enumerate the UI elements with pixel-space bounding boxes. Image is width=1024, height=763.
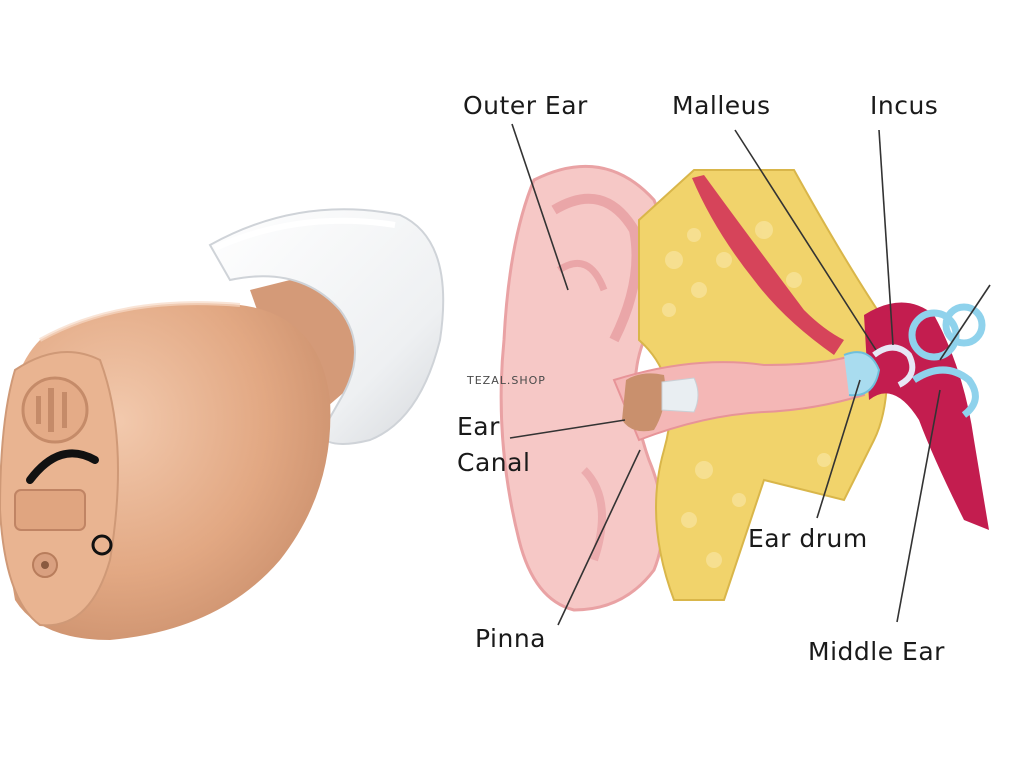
label-ear-drum: Ear drum (748, 524, 868, 553)
label-ear-canal-line2: Canal (457, 448, 531, 477)
leader-middle-ear (896, 389, 941, 623)
inserted-hearing-aid (622, 373, 699, 432)
label-middle-ear: Middle Ear (808, 637, 945, 666)
middle-ear-chamber (864, 302, 989, 530)
label-outer-ear: Outer Ear (463, 91, 588, 120)
leader-ear-canal (509, 419, 626, 439)
power-symbol (91, 534, 113, 556)
label-malleus: Malleus (672, 91, 771, 120)
watermark: TEZAL.SHOP (467, 374, 546, 387)
leader-inner (939, 284, 991, 361)
muscle-tissue (692, 175, 844, 355)
battery-door (14, 489, 86, 531)
volume-arc-symbol (26, 449, 99, 484)
leader-ear-drum (816, 379, 861, 519)
volume-dial (21, 376, 89, 444)
silicone-dome (208, 208, 445, 445)
ear-canal (612, 353, 866, 442)
label-incus: Incus (870, 91, 939, 120)
leader-malleus (734, 129, 877, 351)
ossicles (872, 344, 916, 388)
leader-pinna (557, 449, 641, 626)
label-ear-canal-line1: Ear (457, 412, 500, 441)
ear-drum-shape (843, 351, 881, 397)
hearing-aid-product-image (0, 208, 445, 640)
leader-incus (878, 129, 894, 346)
label-pinna: Pinna (475, 624, 546, 653)
leader-outer-ear (511, 123, 569, 291)
bone-texture (662, 221, 831, 568)
